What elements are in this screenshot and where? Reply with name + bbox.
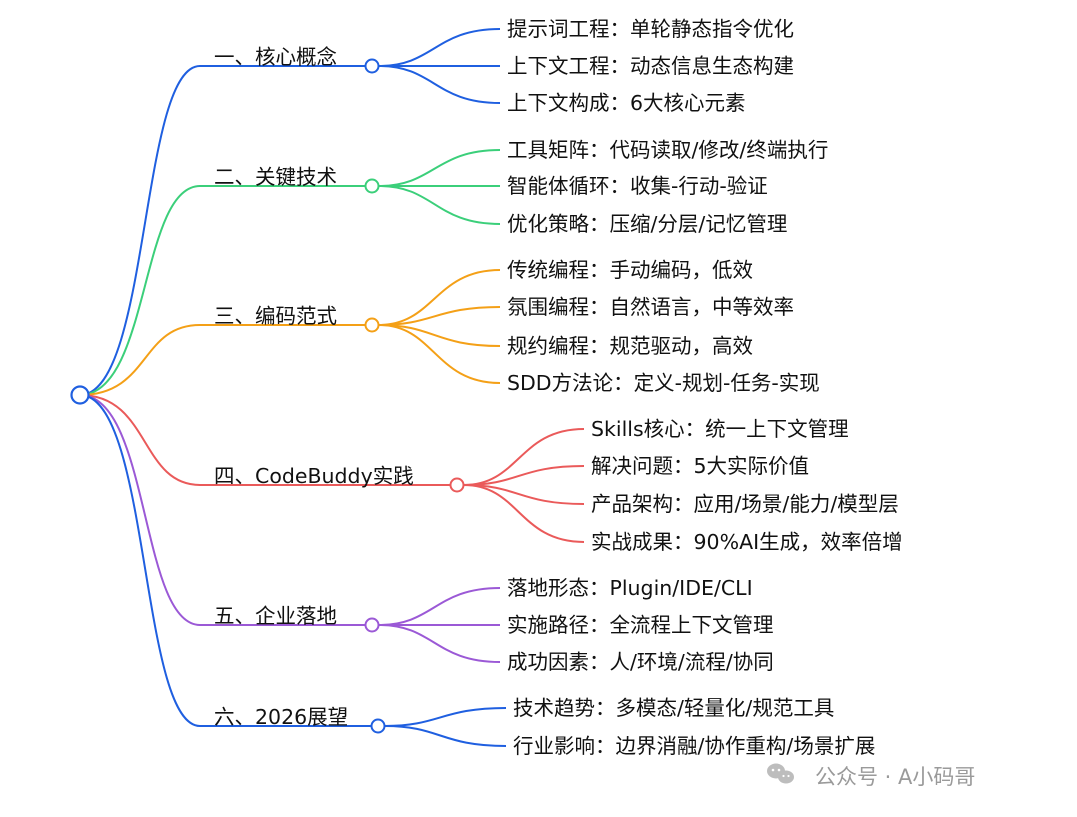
- leaf-edge: [378, 269, 501, 326]
- branch-edge: [79, 394, 201, 486]
- leaf-label: 智能体循环：收集-行动-验证: [507, 174, 768, 198]
- branch-label: 四、CodeBuddy实践: [214, 464, 414, 488]
- leaf-label: 解决问题：5大实际价值: [591, 454, 809, 478]
- leaf-edge: [378, 65, 501, 104]
- mindmap-edges: [79, 28, 585, 747]
- branch-node[interactable]: [364, 178, 380, 194]
- leaf-label: SDD方法论：定义-规划-任务-实现: [507, 371, 820, 395]
- branch-label: 一、核心概念: [214, 45, 337, 69]
- branch-node[interactable]: [370, 718, 386, 734]
- leaf-label: 规约编程：规范驱动，高效: [507, 334, 753, 358]
- leaf-label: 行业影响：边界消融/协作重构/场景扩展: [513, 734, 875, 758]
- leaf-label: 氛围编程：自然语言，中等效率: [507, 295, 794, 319]
- branch-label: 六、2026展望: [214, 705, 348, 729]
- branch-label: 二、关键技术: [214, 165, 337, 189]
- leaf-edge: [463, 465, 585, 486]
- leaf-label: 上下文工程：动态信息生态构建: [507, 54, 794, 78]
- leaf-label: 上下文构成：6大核心元素: [507, 91, 746, 115]
- root-node[interactable]: [70, 385, 90, 405]
- leaf-label: 成功因素：人/环境/流程/协同: [507, 650, 774, 674]
- mindmap-nodes: 一、核心概念 提示词工程：单轮静态指令优化上下文工程：动态信息生态构建上下文构成：…: [70, 17, 903, 758]
- watermark-text: 公众号 · A小码哥: [815, 765, 975, 789]
- leaf-label: 实战成果：90%AI生成，效率倍增: [591, 530, 903, 554]
- watermark: 公众号 · A小码哥: [767, 763, 975, 789]
- leaf-label: 传统编程：手动编码，低效: [507, 258, 753, 282]
- leaf-label: 提示词工程：单轮静态指令优化: [507, 17, 794, 41]
- branch-edge: [79, 394, 201, 626]
- branch-edge: [79, 185, 201, 396]
- leaf-edge: [384, 725, 507, 747]
- branch-edge: [79, 65, 201, 396]
- leaf-label: Skills核心：统一上下文管理: [591, 417, 849, 441]
- leaf-label: 优化策略：压缩/分层/记忆管理: [507, 212, 787, 236]
- branch-edge: [79, 324, 201, 396]
- branch-node[interactable]: [364, 58, 380, 74]
- branch-node[interactable]: [364, 317, 380, 333]
- leaf-edge: [378, 324, 501, 384]
- wechat-icon: [767, 763, 794, 784]
- leaf-edge: [463, 484, 585, 505]
- leaf-edge: [378, 324, 501, 347]
- leaf-label: 产品架构：应用/场景/能力/模型层: [591, 492, 899, 516]
- leaf-edge: [378, 149, 501, 187]
- leaf-label: 技术趋势：多模态/轻量化/规范工具: [513, 696, 834, 720]
- leaf-edge: [463, 484, 585, 543]
- branch-edge: [79, 394, 201, 727]
- leaf-edge: [378, 587, 501, 626]
- leaf-edge: [378, 624, 501, 663]
- leaf-edge: [378, 28, 501, 67]
- branch-node[interactable]: [449, 477, 465, 493]
- branch-label: 三、编码范式: [214, 304, 337, 328]
- leaf-edge: [463, 428, 585, 486]
- leaf-edge: [384, 707, 507, 727]
- leaf-label: 工具矩阵：代码读取/修改/终端执行: [507, 138, 828, 162]
- leaf-edge: [378, 185, 501, 225]
- branch-node[interactable]: [364, 617, 380, 633]
- branch-label: 五、企业落地: [214, 604, 337, 628]
- leaf-label: 落地形态：Plugin/IDE/CLI: [507, 576, 753, 600]
- leaf-label: 实施路径：全流程上下文管理: [507, 613, 774, 637]
- leaf-edge: [378, 306, 501, 326]
